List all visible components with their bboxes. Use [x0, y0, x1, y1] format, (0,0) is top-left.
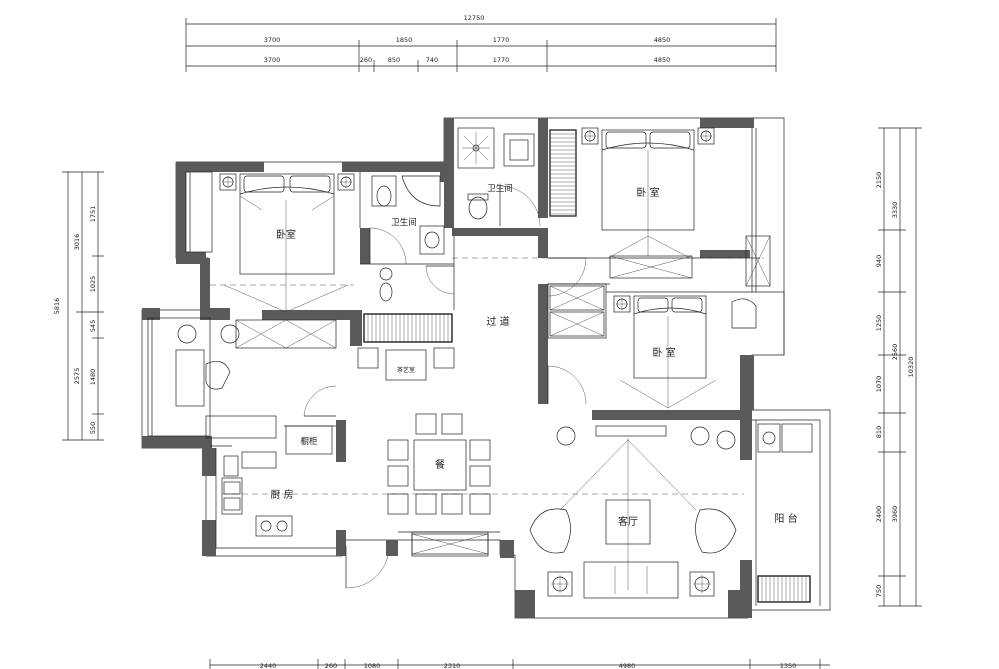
dim-left-c3-1: 1025 [89, 276, 97, 293]
dim-top-r1-1: 1850 [396, 36, 413, 44]
dim-right-c1-5: 2400 [875, 506, 883, 523]
top-dimensions: 12750 3700 1850 1770 4850 3700 260 850 7… [185, 14, 777, 72]
lamp-icon [219, 127, 715, 597]
dim-top-r1-0: 3700 [264, 36, 281, 44]
walls [141, 117, 831, 619]
dim-top-r2-4: 1770 [493, 56, 510, 64]
guides [210, 150, 764, 590]
dim-top-r2-5: 4850 [654, 56, 671, 64]
dim-right-c2-2: 3960 [891, 506, 899, 523]
dim-top-r1-3: 4850 [654, 36, 671, 44]
label-balcony: 阳 台 [774, 512, 797, 525]
dim-left-c3-3: 1480 [89, 369, 97, 386]
label-bedroom-top-right: 卧 室 [636, 186, 659, 199]
dim-left-c3-4: 550 [89, 422, 97, 434]
label-bedroom-left: 卧室 [276, 228, 296, 241]
dim-right-c1-3: 1070 [875, 376, 883, 393]
doors [210, 185, 587, 589]
dim-left-c3-0: 1751 [89, 206, 97, 223]
label-living-room: 客厅 [618, 515, 638, 528]
dim-bottom-0: 2440 [260, 662, 277, 669]
dim-right-c1-0: 2150 [875, 172, 883, 189]
dim-right-c2-1: 2560 [891, 344, 899, 361]
bottom-dimensions: 2440 260 1080 2310 4980 1350 [209, 659, 830, 669]
dim-right-c1-2: 1250 [875, 315, 883, 332]
label-bathroom-left: 卫生间 [391, 217, 417, 228]
dim-top-r2-1: 260 [360, 56, 372, 64]
dim-top-r2-3: 740 [426, 56, 438, 64]
dim-right-c1-4: 810 [875, 426, 883, 438]
room-labels: 卧室 卫生间 卫生间 卧 室 卧 室 过 道 茶艺室 厨 房 橱柜 餐 客厅 阳… [270, 183, 797, 528]
dim-top-r2-2: 850 [388, 56, 400, 64]
dim-right-c1-6: 750 [875, 585, 883, 597]
label-tea-room: 茶艺室 [397, 366, 415, 374]
dim-bottom-3: 2310 [444, 662, 461, 669]
dim-left-c2-1: 2575 [73, 368, 81, 385]
dim-left-c3-2: 545 [89, 320, 97, 332]
dim-left-c1-0: 5816 [53, 298, 61, 315]
dim-bottom-1: 260 [325, 662, 337, 669]
dim-right-c2-0: 3330 [891, 202, 899, 219]
dim-right-c3-0: 10320 [907, 357, 915, 378]
dim-bottom-4: 4980 [619, 662, 636, 669]
dim-top-r2-0: 3700 [264, 56, 281, 64]
dim-bottom-2: 1080 [364, 662, 381, 669]
label-bathroom-right: 卫生间 [487, 183, 513, 194]
dim-bottom-5: 1350 [780, 662, 797, 669]
wardrobes [235, 129, 811, 603]
label-dining: 餐 [435, 458, 445, 471]
label-corridor: 过 道 [486, 315, 509, 328]
dim-right-c1-1: 940 [875, 255, 883, 267]
furniture [175, 127, 813, 599]
dim-top-total: 12750 [464, 14, 485, 22]
label-kitchen-cabinet: 橱柜 [300, 436, 318, 447]
dim-left-c2-0: 3016 [73, 234, 81, 251]
label-bedroom-mid-right: 卧 室 [652, 346, 675, 359]
left-dimensions: 5816 3016 2575 1751 1025 545 1480 550 [53, 171, 104, 441]
right-dimensions: 2150 940 1250 1070 810 2400 750 3330 256… [875, 127, 922, 607]
dim-top-r1-2: 1770 [493, 36, 510, 44]
label-kitchen: 厨 房 [270, 488, 293, 501]
